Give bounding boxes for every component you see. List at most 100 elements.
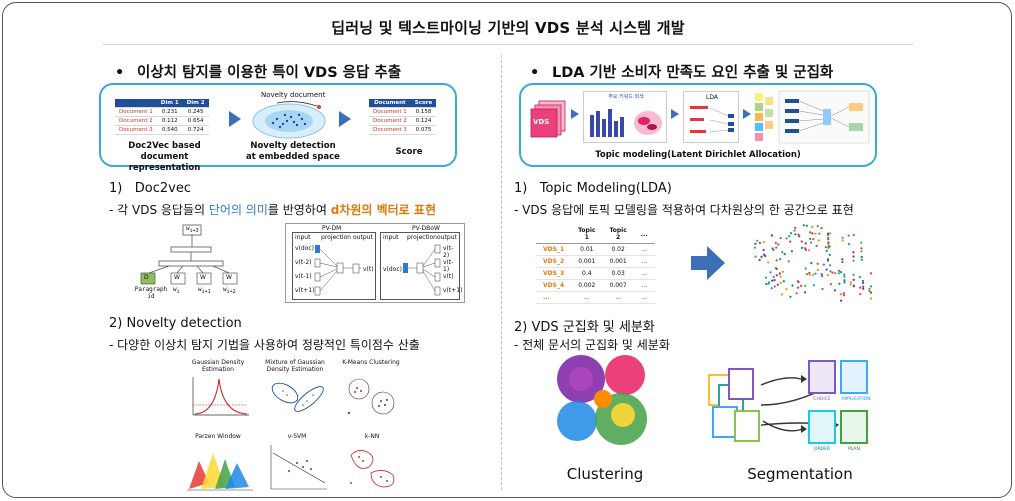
table-cell: ... bbox=[602, 291, 634, 304]
scatter-point bbox=[804, 267, 807, 270]
paragraph-label: Paragraph bbox=[134, 286, 168, 293]
scatter-point bbox=[860, 258, 863, 261]
scatter-point bbox=[776, 283, 779, 286]
scatter-point bbox=[860, 255, 863, 259]
table-cell: 0.007 bbox=[602, 279, 634, 292]
sub-number: 2) bbox=[514, 320, 528, 335]
scatter-point bbox=[810, 262, 813, 265]
knn-plot bbox=[350, 450, 395, 488]
flow-arrow-icon bbox=[743, 109, 751, 119]
scatter-point bbox=[852, 285, 855, 288]
scatter-point bbox=[868, 287, 871, 290]
scatter-point bbox=[843, 279, 846, 282]
sub-number: 1) bbox=[514, 181, 528, 196]
table-cell: 0.01 bbox=[571, 243, 603, 256]
scatter-point bbox=[840, 271, 843, 274]
method-line: Mixture of Gaussian bbox=[265, 359, 325, 366]
page-title: 딥러닝 및 텍스트마이닝 기반의 VDS 분석 시스템 개발 bbox=[331, 19, 685, 37]
table-cell: 0.158 bbox=[410, 107, 437, 117]
left-section-title: •이상치 탐지를 이용한 특이 VDS 응답 추출 bbox=[115, 61, 401, 82]
scatter-point bbox=[779, 258, 782, 261]
scatter-point bbox=[779, 275, 782, 278]
scatter-point bbox=[772, 275, 775, 279]
caption-line: Novelty detection bbox=[250, 141, 336, 151]
scatter-point bbox=[781, 251, 784, 254]
table-cell: Document 2 bbox=[115, 116, 157, 126]
pvdm-title: PV-DM bbox=[322, 225, 342, 232]
table-cell: ... bbox=[633, 243, 655, 256]
scatter-point bbox=[869, 297, 873, 300]
flow-arrow-icon bbox=[571, 109, 579, 119]
scatter-point bbox=[825, 249, 828, 252]
scatter-point bbox=[837, 272, 840, 275]
scatter-point bbox=[773, 285, 776, 288]
clustering-figure bbox=[557, 355, 647, 445]
input-label: v(doc) bbox=[383, 266, 403, 273]
scatter-point bbox=[828, 253, 831, 256]
scatter-point bbox=[794, 226, 797, 229]
output-label: v(t) bbox=[363, 266, 374, 273]
score-table: Document Score Document 1 0.158 Document… bbox=[369, 99, 437, 135]
scatter-point bbox=[789, 295, 792, 298]
topic-distribution-table: Topic 1 Topic 2 ... VDS_1 0.01 0.02 ... … bbox=[536, 225, 655, 304]
left-bullet: • bbox=[115, 65, 125, 81]
novelty-overview-panel: Dim 1 Dim 2 Document 1 0.231 0.245 Docum… bbox=[99, 83, 457, 173]
scatter-point bbox=[849, 281, 852, 284]
scatter-point bbox=[822, 263, 825, 266]
scatter-point bbox=[762, 240, 765, 243]
pv-models-box: PV-DM input projection output v(doc) v(t… bbox=[285, 223, 465, 303]
scatter-point bbox=[780, 293, 783, 296]
table-row: Document 1 0.158 bbox=[369, 107, 437, 117]
gaussian-density-plot bbox=[192, 377, 249, 416]
method-label-kmeans: K-Means Clustering bbox=[342, 359, 400, 366]
topic-modeling-panel: VDS 주요 키워드 회색 LDA bbox=[519, 83, 877, 167]
scatter-point bbox=[852, 251, 855, 254]
scatter-point bbox=[767, 261, 770, 264]
table-row: Document 3 0.540 0.724 bbox=[115, 125, 209, 135]
sub-title: Topic Modeling(LDA) bbox=[539, 181, 672, 196]
sub-number: 2) bbox=[109, 316, 123, 331]
lda-table-header: Topic 1 bbox=[571, 225, 603, 244]
word-sub: i bbox=[176, 289, 180, 296]
scatter-point bbox=[828, 264, 832, 267]
scatter-point bbox=[861, 279, 865, 283]
scatter-point bbox=[756, 239, 759, 242]
scatter-point bbox=[753, 246, 757, 249]
col-label: projection bbox=[321, 234, 351, 241]
scatter-point bbox=[788, 235, 791, 238]
mog-plot bbox=[271, 382, 324, 412]
novelty-document-label: Novelty document bbox=[261, 91, 326, 99]
flow-arrow-icon bbox=[339, 111, 351, 127]
lda-table-header: ... bbox=[633, 225, 655, 244]
scatter-point bbox=[843, 275, 846, 278]
table-cell: Document 1 bbox=[115, 107, 157, 117]
right-section-title-text: LDA 기반 소비자 만족도 요인 추출 및 군집화 bbox=[552, 65, 834, 81]
scatter-point bbox=[796, 286, 800, 289]
scatter-point bbox=[770, 234, 773, 237]
scatter-point bbox=[817, 239, 820, 242]
table-cell: 0.540 bbox=[156, 125, 183, 135]
table-cell: VDS_4 bbox=[536, 279, 572, 292]
scatter-point bbox=[777, 243, 780, 246]
scatter-point bbox=[800, 284, 803, 287]
pvdm-graph bbox=[314, 245, 361, 296]
method-label-nusvm: ν-SVM bbox=[287, 433, 307, 440]
scatter-point bbox=[862, 285, 865, 288]
scatter-point bbox=[811, 225, 814, 229]
table-cell: 0.112 bbox=[156, 116, 183, 126]
scatter-point bbox=[852, 233, 855, 237]
word-sub: i+1 bbox=[201, 289, 211, 296]
scatter-point bbox=[775, 246, 778, 249]
input-label: v(t+1) bbox=[295, 287, 315, 294]
scatter-point bbox=[860, 241, 863, 244]
scatter-point bbox=[789, 240, 792, 243]
word-text: w bbox=[198, 286, 202, 293]
desc-text: - 각 VDS 응답들의 bbox=[109, 203, 209, 217]
scatter-point bbox=[841, 258, 844, 261]
scatter-point bbox=[858, 276, 861, 279]
scatter-point bbox=[754, 255, 757, 258]
embedding-caption: Novelty detection at embedded space bbox=[243, 141, 343, 163]
scatter-point bbox=[814, 232, 817, 235]
table-cell: 0.02 bbox=[602, 243, 634, 256]
score-table-header: Document bbox=[369, 99, 411, 108]
